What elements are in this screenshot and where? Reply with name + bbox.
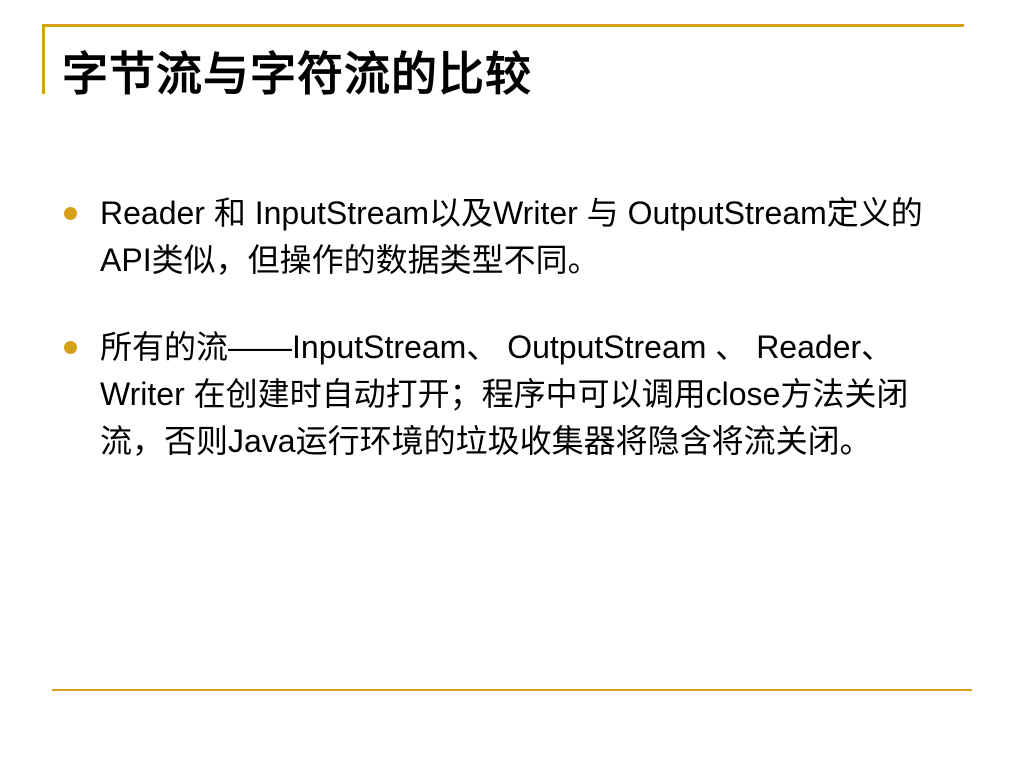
bottom-accent-rule [52,689,972,691]
bullet-text: Reader 和 InputStream以及Writer 与 OutputStr… [100,195,923,278]
bullet-text: 所有的流——InputStream、 OutputStream 、 Reader… [100,329,909,459]
top-accent-rule [42,24,964,27]
bullet-item-1: Reader 和 InputStream以及Writer 与 OutputStr… [0,190,1024,284]
bullet-list: Reader 和 InputStream以及Writer 与 OutputStr… [0,190,1024,505]
bullet-item-2: 所有的流——InputStream、 OutputStream 、 Reader… [0,324,1024,465]
left-accent-rule [42,24,45,94]
slide-title: 字节流与字符流的比较 [62,47,532,101]
bullet-dot-icon [64,341,77,354]
bullet-dot-icon [64,207,77,220]
